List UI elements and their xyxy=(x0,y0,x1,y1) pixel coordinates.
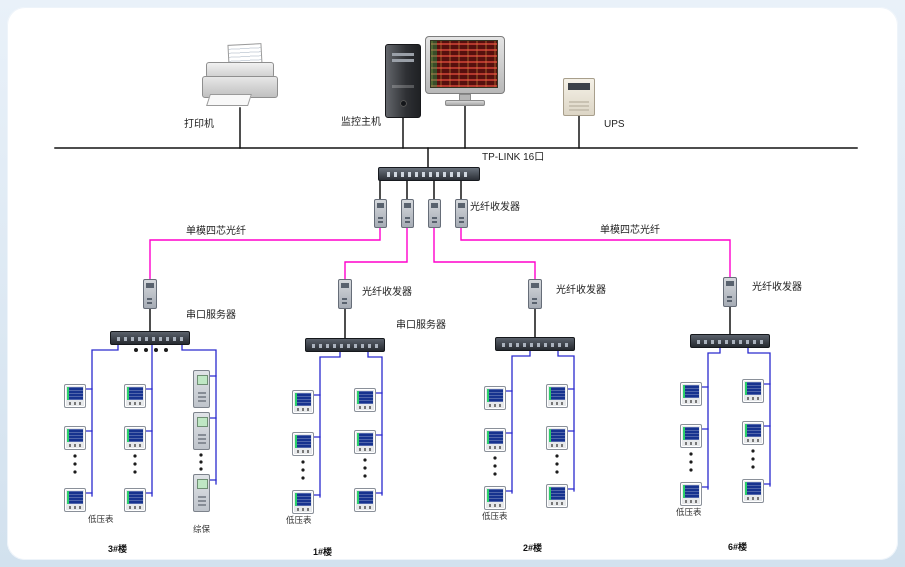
power-meter xyxy=(292,490,314,514)
transceiver-drop-lines xyxy=(379,180,462,200)
protection-relay xyxy=(193,474,210,512)
branch4-colA-line xyxy=(707,347,721,490)
monitor-base xyxy=(445,100,485,106)
branch1-colC-line xyxy=(181,344,217,485)
branch4-meter-label: 低压表 xyxy=(676,507,702,517)
branch1-colC-stubs xyxy=(209,375,217,481)
branch3-building-label: 2#楼 xyxy=(523,543,543,553)
branch2-fiber-transceiver xyxy=(338,279,352,309)
fiber-transceiver xyxy=(374,199,387,228)
branch4-serial-server xyxy=(690,334,770,348)
power-meter xyxy=(64,488,86,512)
power-meter xyxy=(680,482,702,506)
branch3-fiber-transceiver xyxy=(528,279,542,309)
power-meter xyxy=(742,479,764,503)
branch1-meter-label: 低压表 xyxy=(88,514,114,524)
host-tower-graphic xyxy=(385,44,421,118)
protection-relay xyxy=(193,370,210,408)
branch2-serial-server xyxy=(305,338,385,352)
top-transceiver-label: 光纤收发器 xyxy=(470,202,520,213)
power-meter xyxy=(546,384,568,408)
fiber-run-branch3 xyxy=(433,227,536,280)
branch1-relay-label: 综保 xyxy=(193,524,211,534)
switch-graphic xyxy=(378,167,480,181)
branch3-meter-label: 低压表 xyxy=(482,511,508,521)
host-monitor-graphic xyxy=(425,36,505,108)
fiber-run-branch1 xyxy=(149,227,381,280)
branch1-serial-server xyxy=(110,331,190,345)
branch-server-drop-lines xyxy=(149,306,731,339)
branch1-colA-stubs xyxy=(85,388,93,494)
branch2-meter-label: 低压表 xyxy=(286,515,312,525)
power-meter xyxy=(64,384,86,408)
fiber-transceiver xyxy=(401,199,414,228)
branch4-colB-line xyxy=(747,347,771,487)
branch1-server-label: 串口服务器 xyxy=(186,310,236,321)
host-label: 监控主机 xyxy=(341,117,381,128)
branch1-colB-stubs xyxy=(145,388,153,494)
switch-label: TP-LINK 16口 xyxy=(482,152,545,163)
branch1-building-label: 3#楼 xyxy=(108,544,128,554)
branch3-serial-server xyxy=(495,337,575,351)
power-meter xyxy=(64,426,86,450)
power-meter xyxy=(292,390,314,414)
power-meter xyxy=(292,432,314,456)
branch3-colA-line xyxy=(511,350,531,494)
printer-graphic xyxy=(202,43,278,108)
branch4-colB-stubs xyxy=(763,383,771,485)
power-meter xyxy=(484,428,506,452)
branch2-transceiver-label: 光纤收发器 xyxy=(362,287,412,298)
ups-graphic xyxy=(563,78,595,116)
branch4-colA-stubs xyxy=(701,386,709,488)
power-meter xyxy=(742,379,764,403)
power-meter xyxy=(680,424,702,448)
power-meter xyxy=(124,426,146,450)
power-meter xyxy=(680,382,702,406)
branch2-colA-stubs xyxy=(313,394,321,496)
power-meter xyxy=(546,484,568,508)
branch3-transceiver-label: 光纤收发器 xyxy=(556,285,606,296)
power-meter xyxy=(484,486,506,510)
power-meter xyxy=(124,384,146,408)
branch2-colB-stubs xyxy=(375,392,383,494)
branch2-server-label: 串口服务器 xyxy=(396,320,446,331)
monitor-screen xyxy=(430,40,498,88)
fiber-left-label: 单模四芯光纤 xyxy=(186,226,246,237)
fiber-run-branch2 xyxy=(344,227,408,280)
branch3-colB-stubs xyxy=(567,388,575,490)
branch3-colB-line xyxy=(557,350,575,492)
branch4-building-label: 6#楼 xyxy=(728,542,748,552)
ellipsis-dots xyxy=(73,348,755,480)
protection-relay xyxy=(193,412,210,450)
fiber-right-label: 单模四芯光纤 xyxy=(600,225,660,236)
branch1-colA-line xyxy=(91,344,119,497)
power-meter xyxy=(354,430,376,454)
power-meter xyxy=(354,488,376,512)
power-meter xyxy=(484,386,506,410)
ups-label: UPS xyxy=(604,119,625,130)
power-meter xyxy=(124,488,146,512)
branch2-colB-line xyxy=(367,351,383,496)
power-meter xyxy=(546,426,568,450)
fiber-run-branch4 xyxy=(460,227,731,278)
power-meter xyxy=(742,421,764,445)
branch1-fiber-transceiver xyxy=(143,279,157,309)
branch4-fiber-transceiver xyxy=(723,277,737,307)
printer-output-tray xyxy=(206,94,252,106)
branch2-building-label: 1#楼 xyxy=(313,547,333,557)
fiber-transceiver xyxy=(455,199,468,228)
branch2-colA-line xyxy=(319,351,341,498)
branch3-colA-stubs xyxy=(505,390,513,492)
printer-label: 打印机 xyxy=(184,119,214,130)
fiber-transceiver xyxy=(428,199,441,228)
power-meter xyxy=(354,388,376,412)
branch4-transceiver-label: 光纤收发器 xyxy=(752,282,802,293)
